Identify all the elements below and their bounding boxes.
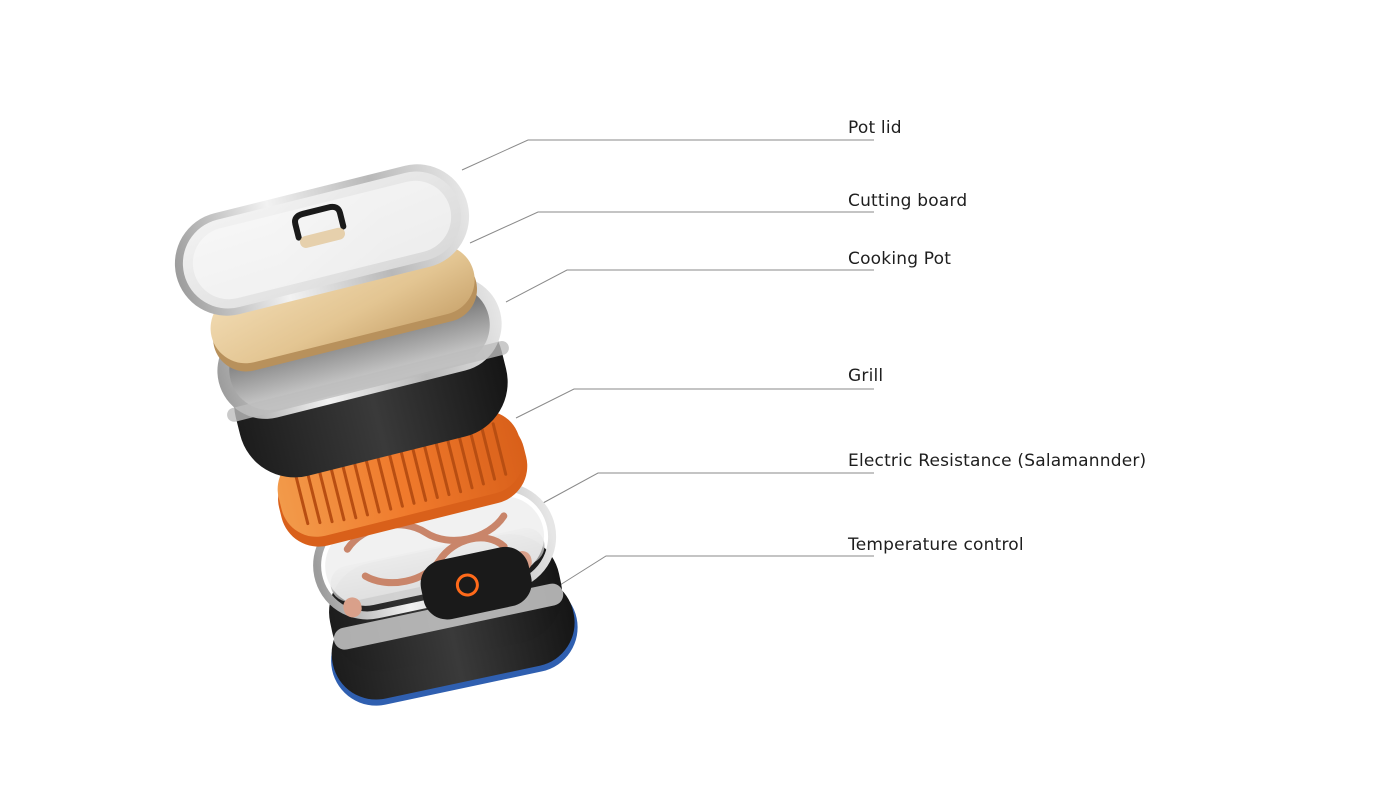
pot-lid <box>174 164 470 316</box>
leader-line-temperature <box>559 555 874 586</box>
label-electric-resistance: Electric Resistance (Salamannder) <box>848 451 1147 471</box>
leader-line-grill <box>515 388 874 419</box>
leader-lines <box>461 139 874 586</box>
label-grill: Grill <box>848 366 884 386</box>
leader-line-cutting-board <box>469 211 874 244</box>
label-temperature-control: Temperature control <box>848 535 1024 555</box>
cutting-board <box>210 244 477 372</box>
lid-handle-icon <box>292 203 347 241</box>
leader-line-pot-lid <box>461 139 874 171</box>
label-cooking-pot: Cooking Pot <box>848 249 952 269</box>
label-pot-lid: Pot lid <box>848 118 902 138</box>
grill-plate <box>277 410 528 547</box>
leader-line-resistance <box>542 472 874 504</box>
leader-line-cooking-pot <box>505 269 874 303</box>
temperature-knob <box>455 573 479 597</box>
label-cutting-board: Cutting board <box>848 191 968 211</box>
